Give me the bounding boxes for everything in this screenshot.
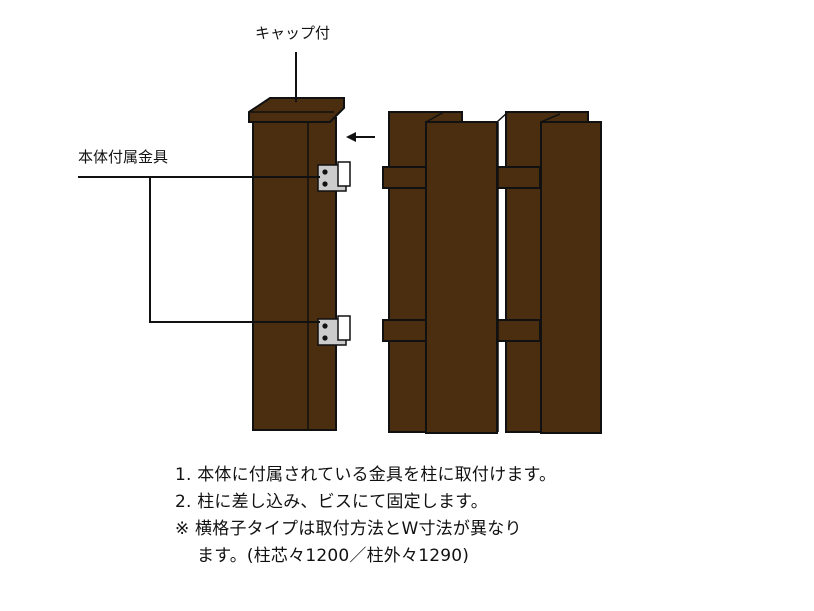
step-2-text: 2. 柱に差し込み、ビスにて固定します。 <box>175 492 488 512</box>
step-1-text: 1. 本体に付属されている金具を柱に取付けます。 <box>175 465 557 485</box>
bracket-leader-lines <box>78 176 320 323</box>
slat-front-1 <box>425 121 498 434</box>
fence-panel <box>382 111 602 434</box>
post-cap <box>248 97 345 123</box>
panel-shading <box>425 111 561 432</box>
remark-text-line-2: ます。(柱芯々1200／柱外々1290) <box>197 546 470 566</box>
instruction-notes: 1. 本体に付属されている金具を柱に取付けます。 2. 柱に差し込み、ビスにて固… <box>175 462 556 570</box>
bracket-lower <box>317 315 351 346</box>
slat-front-2 <box>540 121 602 434</box>
bracket-upper <box>317 161 351 192</box>
bracket-label: 本体付属金具 <box>78 148 169 166</box>
post-left <box>248 97 345 431</box>
arrow-left-icon <box>346 132 375 142</box>
remark-text-line-1: ※ 横格子タイプは取付方法とW寸法が異なり <box>175 519 522 539</box>
cap-label: キャップ付 <box>255 24 331 42</box>
